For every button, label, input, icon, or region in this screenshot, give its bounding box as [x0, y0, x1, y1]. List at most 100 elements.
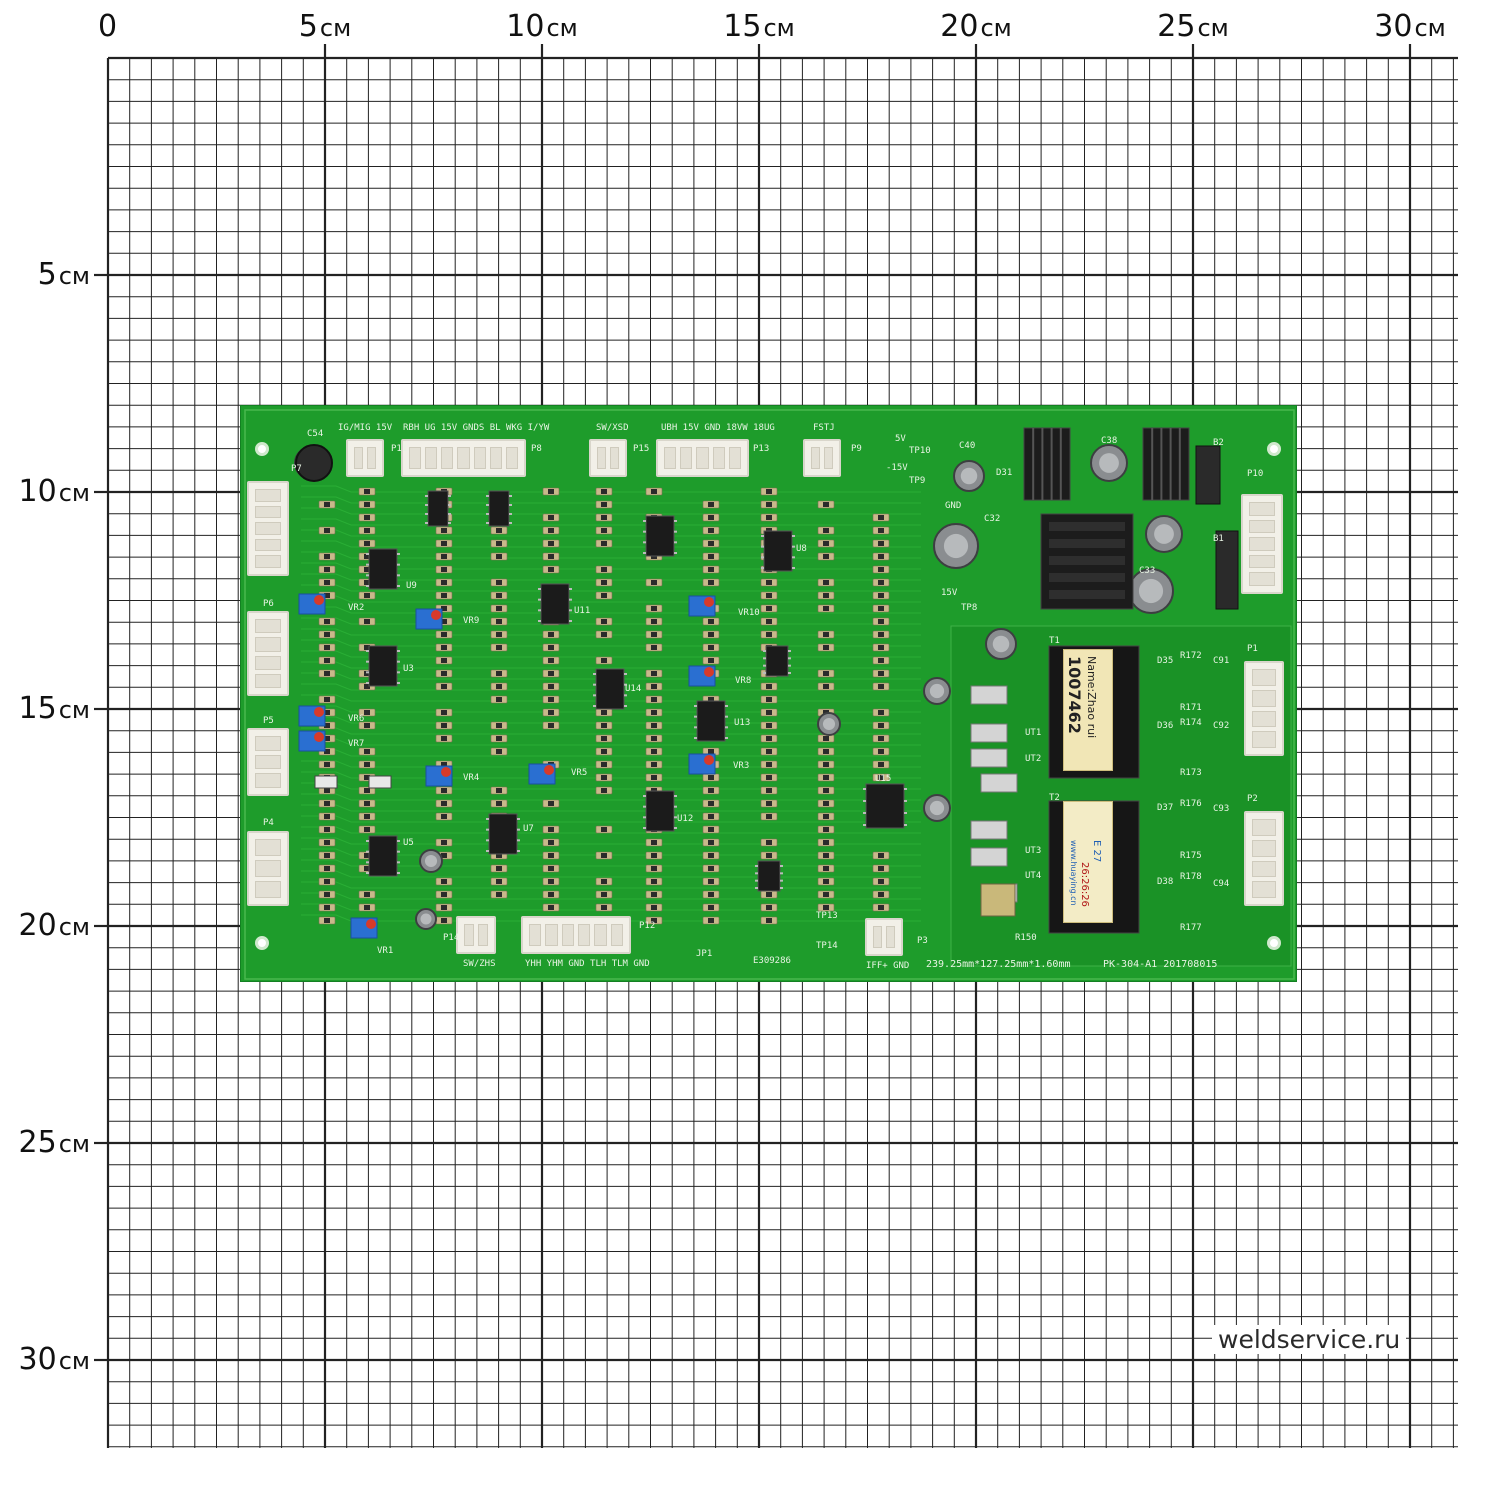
- ruler-left-number: 5: [38, 257, 57, 292]
- ruler-top-label: 30см: [1374, 12, 1446, 42]
- ic-pin: [425, 522, 428, 524]
- sticker2-line1: E 27: [1091, 840, 1102, 862]
- ruler-left-unit: см: [59, 479, 90, 507]
- capacitor-top: [1099, 453, 1119, 473]
- smd-resistor-body: [651, 632, 657, 637]
- smd-resistor-body: [708, 866, 714, 871]
- ic-pin: [780, 865, 783, 867]
- smd-resistor-body: [548, 853, 554, 858]
- ic-pin: [792, 535, 795, 537]
- smd-resistor-body: [708, 658, 714, 663]
- connector-p9: [803, 439, 841, 477]
- silk-p7: P7: [291, 464, 302, 474]
- silk-ut4: UT4: [1025, 871, 1041, 881]
- ic-pin: [366, 840, 369, 842]
- ruler-left-number: 30: [19, 1342, 57, 1377]
- silk-p15-label: SW/XSD: [596, 423, 629, 433]
- smd-resistor-body: [878, 632, 884, 637]
- smd-resistor-body: [496, 528, 502, 533]
- silk-p6: P6: [263, 599, 274, 609]
- smd-resistor-body: [878, 567, 884, 572]
- smd-resistor-body: [441, 645, 447, 650]
- smd-resistor-body: [878, 554, 884, 559]
- smd-resistor-body: [708, 619, 714, 624]
- smd-resistor-body: [708, 879, 714, 884]
- ic-pin: [674, 531, 677, 533]
- connector-p5: [247, 728, 289, 796]
- smd-resistor-body: [766, 762, 772, 767]
- smd-resistor-body: [601, 658, 607, 663]
- silk-vr4: VR4: [463, 773, 479, 783]
- smd-resistor-body: [823, 736, 829, 741]
- smd-resistor-body: [823, 541, 829, 546]
- smd-resistor-body: [601, 762, 607, 767]
- ic-pin: [780, 880, 783, 882]
- silk-c40: C40: [959, 441, 975, 451]
- heatsink: [1143, 428, 1189, 500]
- ic-pin: [397, 682, 400, 684]
- silk-e309286: E309286: [753, 956, 791, 966]
- smd-resistor-body: [601, 892, 607, 897]
- ic-pin: [694, 705, 697, 707]
- smd-resistor-body: [651, 645, 657, 650]
- silk-r172: R172: [1180, 651, 1202, 661]
- smd-resistor-body: [766, 632, 772, 637]
- ic-pin: [517, 850, 520, 852]
- ic-pin: [397, 851, 400, 853]
- smd-resistor-body: [364, 723, 370, 728]
- smd-resistor-body: [766, 775, 772, 780]
- smd-resistor-body: [441, 541, 447, 546]
- ic-pin: [674, 552, 677, 554]
- smd-resistor-body: [823, 814, 829, 819]
- silk-15v: 15V: [941, 588, 957, 598]
- smd-resistor-body: [823, 840, 829, 845]
- smd-resistor-body: [708, 814, 714, 819]
- smd-resistor-body: [766, 840, 772, 845]
- ruler-top-label: 5см: [299, 12, 351, 42]
- smd-resistor-body: [823, 632, 829, 637]
- smd-resistor-body: [708, 840, 714, 845]
- smd-resistor-body: [548, 892, 554, 897]
- trimmer-screw: [314, 732, 324, 742]
- smd-resistor-body: [766, 710, 772, 715]
- smd-resistor-body: [823, 749, 829, 754]
- smd-resistor-body: [708, 541, 714, 546]
- ic-pin: [397, 840, 400, 842]
- smd-resistor-body: [708, 502, 714, 507]
- smd-resistor-body: [823, 606, 829, 611]
- smd-resistor-body: [324, 528, 330, 533]
- ic-pin: [448, 522, 451, 524]
- smd-resistor-body: [823, 528, 829, 533]
- smd-resistor-body: [708, 775, 714, 780]
- ruler-left-label: 5см: [38, 260, 90, 290]
- silk-b2: B2: [1213, 438, 1224, 448]
- ic-chip: [541, 584, 569, 624]
- ic-pin: [780, 872, 783, 874]
- smd-resistor-body: [651, 853, 657, 858]
- smd-resistor-body: [548, 879, 554, 884]
- ic-pin: [788, 672, 791, 674]
- heatsink-fin: [1049, 573, 1125, 582]
- smd-resistor-body: [364, 515, 370, 520]
- smd-resistor-body: [651, 762, 657, 767]
- smd-resistor-body: [324, 879, 330, 884]
- ic-pin: [366, 861, 369, 863]
- ic-pin: [486, 495, 489, 497]
- ruler-top-unit: см: [1414, 14, 1445, 42]
- ic-pin: [643, 531, 646, 533]
- smd-resistor-body: [651, 671, 657, 676]
- smd-resistor-body: [441, 736, 447, 741]
- smd-resistor-body: [708, 554, 714, 559]
- smd-resistor-body: [364, 814, 370, 819]
- silk-vr8: VR8: [735, 676, 751, 686]
- smd-resistor-body: [441, 788, 447, 793]
- smd-resistor-body: [766, 918, 772, 923]
- smd-resistor-body: [496, 671, 502, 676]
- smd-resistor-body: [324, 671, 330, 676]
- heatsink-fin: [1049, 556, 1125, 565]
- smd-resistor-body: [823, 879, 829, 884]
- ic-pin: [643, 816, 646, 818]
- smd-resistor-body: [878, 892, 884, 897]
- smd-resistor-body: [548, 554, 554, 559]
- ruler-top-number: 25: [1157, 9, 1195, 44]
